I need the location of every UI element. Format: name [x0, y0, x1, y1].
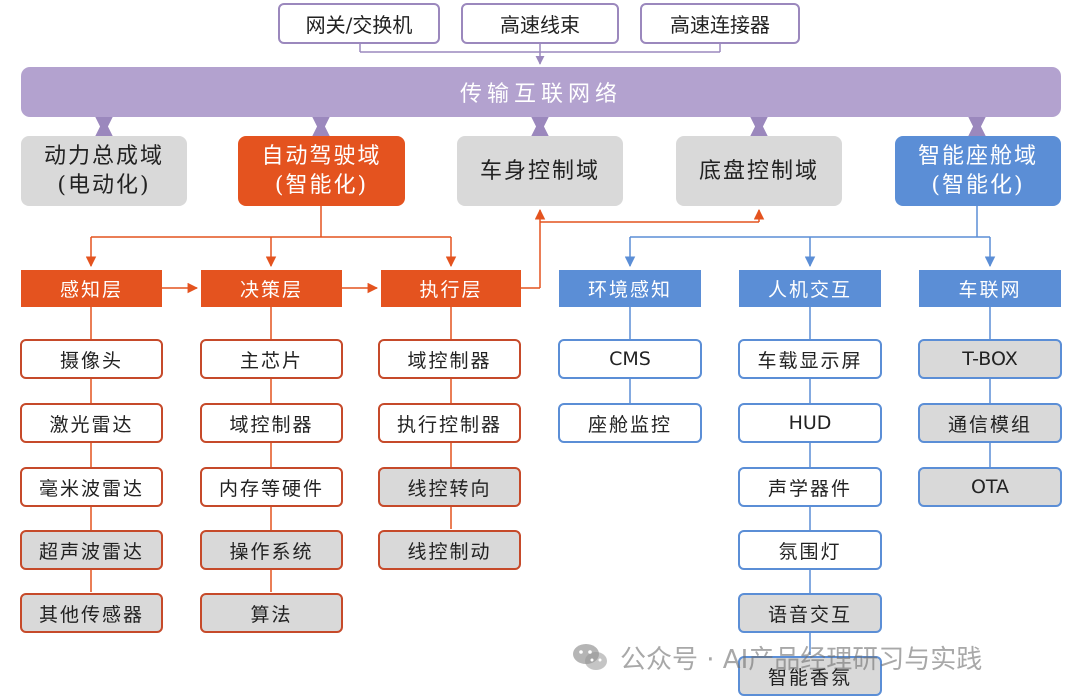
- item-label: 毫米波雷达: [38, 477, 144, 500]
- network-bus-label: 传输互联网络: [459, 82, 622, 107]
- perception-item-camera: 摄像头: [20, 339, 163, 379]
- hmi-layer-title: 人机交互: [767, 279, 852, 301]
- gateway-switch-box: 网关/交换机: [278, 3, 440, 44]
- perception-item-ultrasonic-radar: 超声波雷达: [20, 530, 163, 570]
- hmi-item-acoustic-devices: 声学器件: [738, 467, 882, 507]
- execution-item-steer-by-wire: 线控转向: [378, 467, 521, 507]
- item-label: 线控转向: [407, 477, 492, 500]
- execution-layer: 执行层: [381, 270, 521, 307]
- telematics-layer-title: 车联网: [958, 279, 1022, 301]
- environment-item-cabin-monitoring: 座舱监控: [558, 403, 702, 443]
- item-label: 超声波雷达: [38, 540, 144, 563]
- telematics-layer: 车联网: [919, 270, 1061, 307]
- hmi-layer: 人机交互: [739, 270, 881, 307]
- decision-item-domain-controller: 域控制器: [200, 403, 343, 443]
- environment-perception-layer: 环境感知: [559, 270, 701, 307]
- item-label: 声学器件: [767, 477, 852, 500]
- top-component-links: [359, 44, 721, 65]
- item-label: 车载显示屏: [757, 349, 863, 372]
- powertrain-domain: 动力总成域 (电动化): [21, 136, 187, 206]
- telematics-item-ota: OTA: [918, 467, 1062, 507]
- item-label: CMS: [609, 348, 651, 370]
- hmi-item-smart-fragrance: 智能香氛: [738, 656, 882, 696]
- chassis-control-domain: 底盘控制域: [676, 136, 842, 206]
- hmi-item-hud: HUD: [738, 403, 882, 443]
- item-label: 座舱监控: [587, 413, 672, 436]
- item-label: 摄像头: [59, 349, 123, 372]
- hmi-item-ambient-light: 氛围灯: [738, 530, 882, 570]
- item-label: 通信模组: [947, 413, 1032, 436]
- item-label: 线控制动: [407, 540, 492, 563]
- high-speed-harness-label: 高速线束: [500, 13, 580, 37]
- environment-item-cms: CMS: [558, 339, 702, 379]
- autonomous-domain-subtitle: (智能化): [274, 173, 369, 198]
- item-label: 语音交互: [767, 603, 852, 626]
- perception-item-other-sensors: 其他传感器: [20, 593, 163, 633]
- decision-layer: 决策层: [201, 270, 342, 307]
- gateway-switch-label: 网关/交换机: [305, 13, 413, 37]
- high-speed-connector-label: 高速连接器: [670, 13, 770, 37]
- smart-cockpit-domain-title: 智能座舱域: [917, 144, 1038, 169]
- watermark-text: 公众号 · AI产品经理研习与实践: [620, 644, 983, 675]
- high-speed-harness-box: 高速线束: [461, 3, 619, 44]
- execution-item-domain-controller: 域控制器: [378, 339, 521, 379]
- perception-item-mmwave-radar: 毫米波雷达: [20, 467, 163, 507]
- body-control-domain: 车身控制域: [457, 136, 623, 206]
- item-label: 氛围灯: [778, 540, 842, 563]
- decision-layer-title: 决策层: [239, 279, 303, 301]
- autonomous-domain: 自动驾驶域 (智能化): [238, 136, 405, 206]
- high-speed-connector-box: 高速连接器: [640, 3, 800, 44]
- bus-domain-links: [92, 110, 989, 143]
- telematics-item-comm-module: 通信模组: [918, 403, 1062, 443]
- powertrain-domain-subtitle: (电动化): [57, 173, 151, 198]
- hmi-item-display: 车载显示屏: [738, 339, 882, 379]
- item-label: T-BOX: [962, 348, 1018, 370]
- item-label: 激光雷达: [49, 413, 134, 436]
- smart-cockpit-domain-subtitle: (智能化): [931, 173, 1025, 198]
- execution-item-actuator-controller: 执行控制器: [378, 403, 521, 443]
- item-label: 执行控制器: [396, 413, 502, 436]
- decision-item-algorithm: 算法: [200, 593, 343, 633]
- powertrain-domain-title: 动力总成域: [43, 144, 164, 169]
- wechat-icon: [572, 642, 608, 672]
- network-bus: 传输互联网络: [21, 67, 1061, 117]
- environment-perception-title: 环境感知: [587, 279, 672, 301]
- item-label: OTA: [970, 476, 1010, 498]
- item-label: 域控制器: [229, 413, 314, 436]
- body-control-domain-title: 车身控制域: [479, 158, 600, 184]
- perception-layer: 感知层: [21, 270, 162, 307]
- decision-item-operating-system: 操作系统: [200, 530, 343, 570]
- item-label: 域控制器: [407, 349, 492, 372]
- item-label: 算法: [250, 603, 293, 626]
- telematics-item-tbox: T-BOX: [918, 339, 1062, 379]
- item-label: 操作系统: [229, 540, 314, 563]
- watermark: 公众号 · AI产品经理研习与实践: [572, 637, 982, 677]
- smart-cockpit-domain: 智能座舱域 (智能化): [895, 136, 1061, 206]
- item-label: 其他传感器: [38, 603, 144, 626]
- execution-item-brake-by-wire: 线控制动: [378, 530, 521, 570]
- item-label: HUD: [788, 412, 832, 434]
- item-label: 内存等硬件: [218, 477, 324, 500]
- hmi-item-voice-interaction: 语音交互: [738, 593, 882, 633]
- execution-layer-title: 执行层: [419, 279, 483, 301]
- perception-layer-title: 感知层: [59, 279, 123, 301]
- decision-item-main-chip: 主芯片: [200, 339, 343, 379]
- autonomous-domain-title: 自动驾驶域: [261, 144, 382, 169]
- chassis-control-domain-title: 底盘控制域: [698, 158, 819, 184]
- decision-item-memory-hardware: 内存等硬件: [200, 467, 343, 507]
- perception-item-lidar: 激光雷达: [20, 403, 163, 443]
- item-label: 智能香氛: [767, 666, 852, 689]
- item-label: 主芯片: [239, 349, 303, 372]
